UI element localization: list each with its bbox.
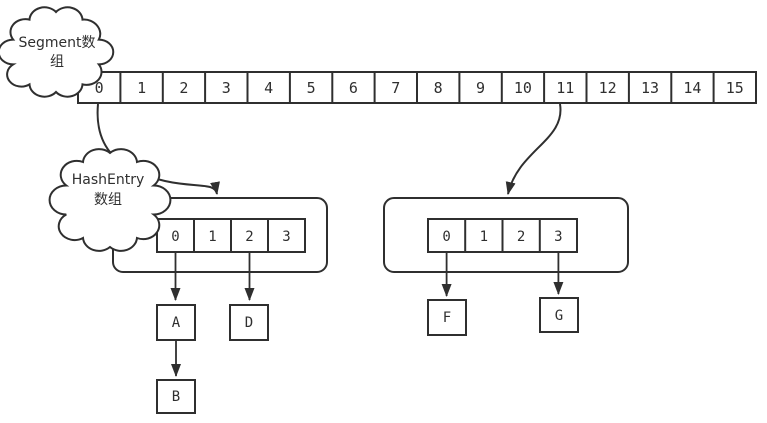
- segment-cell-14: 14: [683, 79, 701, 97]
- node-g-box: [539, 297, 579, 333]
- right-bucket-cell-3: 3: [554, 229, 562, 245]
- segment-cell-2: 2: [179, 79, 188, 97]
- hashentry-cloud-label-line1: HashEntry: [72, 172, 145, 188]
- segment-cloud-label-line1: Segment数: [19, 35, 96, 51]
- left-bucket-cell-2: 2: [245, 229, 253, 245]
- segment-cell-13: 13: [641, 79, 659, 97]
- segment-cloud-shape: [0, 6, 115, 98]
- node-b-label: B: [172, 389, 180, 405]
- left-bucket-cell-0: 0: [171, 229, 179, 245]
- node-f-box: [427, 299, 467, 336]
- left-bucket-dividers: [193, 219, 269, 252]
- segment-cell-6: 6: [349, 79, 358, 97]
- segment-cell-0: 0: [95, 79, 104, 97]
- node-d-label: D: [245, 315, 253, 331]
- segment-cell-1: 1: [137, 79, 146, 97]
- segment-cell-4: 4: [264, 79, 273, 97]
- node-g-label: G: [555, 308, 563, 324]
- segment-cell-12: 12: [599, 79, 617, 97]
- left-bucket-cell-3: 3: [282, 229, 290, 245]
- hashentry-cloud-shape: [48, 148, 172, 252]
- node-a-label: A: [172, 315, 181, 331]
- hashentry-cloud-label-line2: 数组: [94, 192, 122, 208]
- right-bucket-cell-1: 1: [480, 229, 488, 245]
- segment-cell-3: 3: [222, 79, 231, 97]
- segment-array-dividers: [119, 72, 715, 103]
- segment-array: 0 1 2 3 4 5 6 7 8 9 10 11 12 13 14 15: [77, 71, 757, 104]
- segment-cell-10: 10: [514, 79, 532, 97]
- right-bucket-nodes: F G: [427, 297, 579, 336]
- segment-cell-11: 11: [556, 79, 574, 97]
- arrow-segment11-to-right-bucket: [505, 103, 562, 195]
- segment-cloud: Segment数 组: [0, 6, 115, 98]
- right-bucket-cell-0: 0: [442, 229, 450, 245]
- left-bucket-cell-1: 1: [208, 229, 216, 245]
- hashentry-cloud: HashEntry 数组: [48, 148, 172, 252]
- node-d-box: [229, 304, 269, 341]
- left-hashentry-bucket: 0 1 2 3: [112, 197, 328, 301]
- right-bucket-dividers: [464, 219, 541, 252]
- segment-cell-15: 15: [726, 79, 744, 97]
- segment-cell-5: 5: [307, 79, 316, 97]
- node-f-label: F: [443, 310, 451, 326]
- segment-cell-9: 9: [476, 79, 485, 97]
- segment-cell-7: 7: [391, 79, 400, 97]
- node-b-box: [156, 379, 196, 414]
- segment-cell-8: 8: [434, 79, 443, 97]
- right-bucket-cell-2: 2: [517, 229, 525, 245]
- segment-cloud-label-line2: 组: [50, 54, 64, 70]
- left-bucket-nodes: A D B: [156, 304, 269, 414]
- right-hashentry-bucket: 0 1 2 3: [383, 197, 629, 297]
- right-bucket-container: [383, 197, 629, 273]
